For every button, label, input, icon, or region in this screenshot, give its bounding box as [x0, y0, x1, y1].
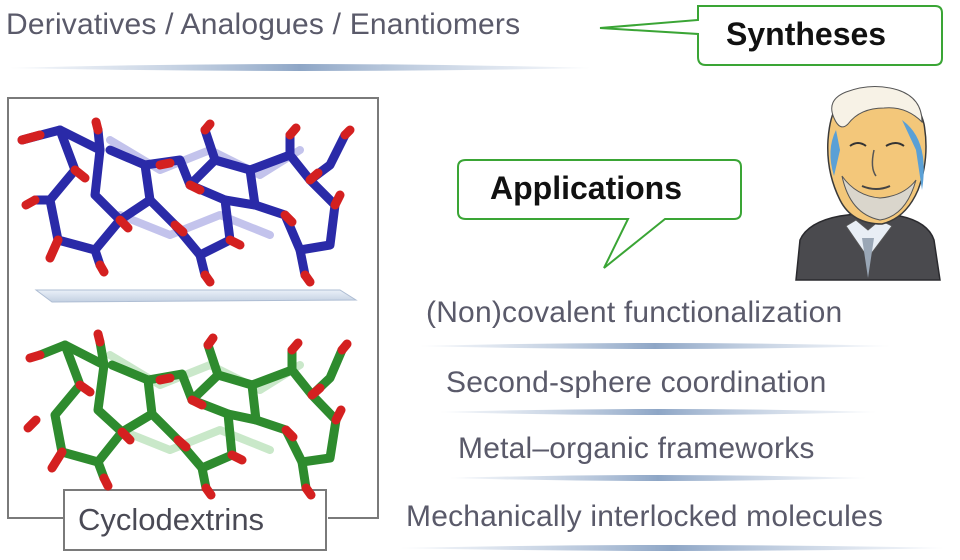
application-item-1: (Non)covalent functionalization	[426, 296, 843, 329]
header-underline	[10, 64, 590, 71]
application-underline-3	[450, 475, 866, 481]
syntheses-label: Syntheses	[726, 16, 887, 52]
application-underline-2	[440, 409, 876, 415]
cyclodextrins-label: Cyclodextrins	[78, 502, 265, 537]
applications-label: Applications	[490, 170, 683, 206]
portrait-illustration	[795, 86, 941, 281]
application-underline-1	[420, 343, 890, 349]
molecule-panel-frame	[7, 97, 379, 519]
applications-bubble	[457, 159, 742, 269]
syntheses-bubble	[599, 5, 943, 66]
application-item-3: Metal–organic frameworks	[458, 432, 815, 465]
molecule-separator	[34, 289, 358, 303]
application-underline-4	[400, 545, 944, 551]
cyclodextrins-label-box	[63, 489, 327, 551]
cyclodextrin-molecule-green	[23, 329, 352, 500]
cyclodextrin-molecule-blue	[17, 117, 355, 287]
application-item-4: Mechanically interlocked molecules	[406, 500, 884, 533]
header-title: Derivatives / Analogues / Enantiomers	[6, 8, 521, 41]
application-item-2: Second-sphere coordination	[446, 366, 827, 399]
